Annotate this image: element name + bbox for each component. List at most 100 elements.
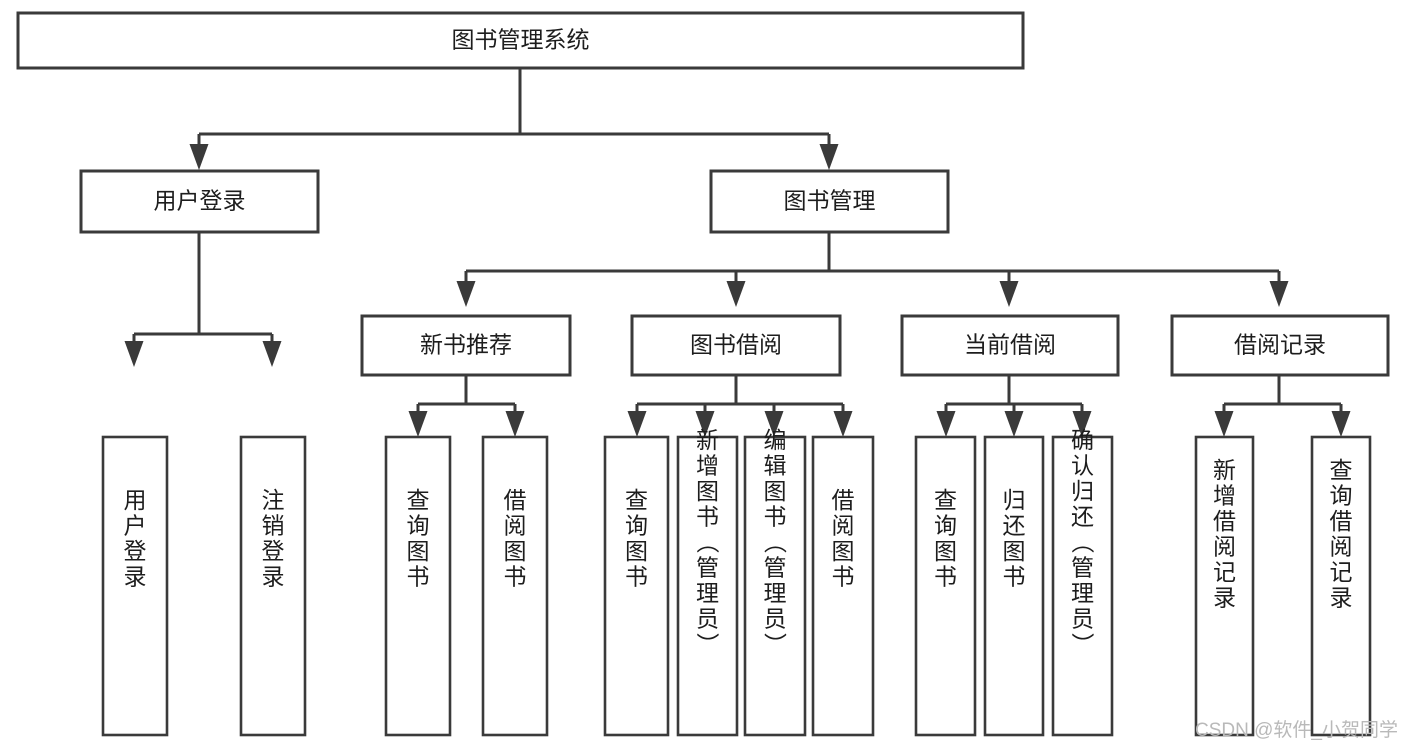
- node-label-leaf-query-book-recommend-char-0: 查: [407, 487, 430, 513]
- node-label-leaf-add-book-admin-char-4: （: [695, 531, 721, 554]
- node-box-leaf-user-login[interactable]: [101, 435, 169, 737]
- node-label-new-book-recommend: 新书推荐: [420, 332, 512, 358]
- node-box-root[interactable]: [16, 11, 1025, 70]
- node-label-leaf-query-book-borrow-char-1: 询: [625, 513, 648, 539]
- connector-borrow-record: [1214, 375, 1351, 437]
- node-book-borrow[interactable]: 图书借阅: [630, 314, 842, 377]
- node-label-root: 图书管理系统: [452, 27, 590, 53]
- node-label-leaf-query-borrow-record-char-5: 录: [1330, 585, 1353, 611]
- node-box-leaf-return-book[interactable]: [983, 435, 1045, 737]
- node-box-leaf-query-book-borrow[interactable]: [603, 435, 670, 737]
- edges-layer: [124, 68, 1351, 437]
- node-label-leaf-user-login-char-2: 登: [124, 538, 147, 564]
- node-label-leaf-edit-book-admin-char-6: 理: [764, 580, 787, 606]
- connector-user-login: [124, 232, 282, 367]
- node-box-current-borrow[interactable]: [900, 314, 1120, 377]
- node-book-manage[interactable]: 图书管理: [709, 169, 950, 234]
- node-leaf-user-login[interactable]: 用户登录: [101, 435, 169, 737]
- node-label-leaf-query-book-borrow-char-3: 书: [625, 564, 648, 590]
- node-box-leaf-borrow-book[interactable]: [811, 435, 875, 737]
- node-box-leaf-confirm-return-admin[interactable]: [1051, 435, 1114, 737]
- node-label-leaf-edit-book-admin-char-5: 管: [764, 555, 787, 581]
- node-label-leaf-return-book-char-1: 还: [1003, 513, 1026, 539]
- node-label-leaf-edit-book-admin-char-1: 辑: [764, 453, 787, 479]
- node-box-leaf-borrow-book-recommend[interactable]: [481, 435, 549, 737]
- node-label-leaf-add-book-admin-char-3: 书: [696, 504, 719, 530]
- node-box-book-borrow[interactable]: [630, 314, 842, 377]
- node-label-leaf-return-book-char-3: 书: [1003, 564, 1026, 590]
- node-current-borrow[interactable]: 当前借阅: [900, 314, 1120, 377]
- nodes-layer: 图书管理系统用户登录图书管理新书推荐图书借阅当前借阅借阅记录用户登录注销登录查询…: [16, 11, 1390, 737]
- node-label-leaf-logout-char-0: 注: [262, 487, 285, 513]
- node-label-leaf-query-book-recommend-char-1: 询: [407, 513, 430, 539]
- node-label-leaf-add-book-admin-char-1: 增: [696, 453, 719, 479]
- node-label-leaf-logout-char-3: 录: [262, 564, 285, 590]
- node-box-leaf-query-borrow-record[interactable]: [1310, 435, 1372, 737]
- node-label-leaf-edit-book-admin-char-8: ）: [762, 633, 788, 656]
- node-label-leaf-edit-book-admin-char-7: 员: [764, 606, 787, 632]
- node-box-borrow-record[interactable]: [1170, 314, 1390, 377]
- node-label-user-login: 用户登录: [154, 188, 246, 214]
- node-label-leaf-confirm-return-admin-char-8: ）: [1070, 633, 1096, 656]
- connector-new-book-recommend: [408, 375, 525, 437]
- node-box-book-manage[interactable]: [709, 169, 950, 234]
- node-label-leaf-edit-book-admin-char-0: 编: [764, 427, 787, 453]
- node-new-book-recommend[interactable]: 新书推荐: [360, 314, 572, 377]
- node-label-leaf-borrow-book-recommend-char-1: 阅: [504, 513, 527, 539]
- node-label-leaf-add-borrow-record-char-1: 增: [1213, 483, 1236, 509]
- connector-book-manage: [456, 232, 1289, 307]
- node-box-leaf-query-book-recommend[interactable]: [384, 435, 452, 737]
- node-label-leaf-add-book-admin-char-2: 图: [696, 478, 719, 504]
- node-box-leaf-add-borrow-record[interactable]: [1194, 435, 1255, 737]
- node-label-leaf-borrow-book-char-1: 阅: [832, 513, 855, 539]
- node-label-leaf-edit-book-admin-char-3: 书: [764, 504, 787, 530]
- node-user-login[interactable]: 用户登录: [79, 169, 320, 234]
- node-label-leaf-logout-char-2: 登: [262, 538, 285, 564]
- node-label-leaf-query-book-recommend-char-3: 书: [407, 564, 430, 590]
- node-box-leaf-logout[interactable]: [239, 435, 307, 737]
- node-label-leaf-confirm-return-admin-char-5: 管: [1071, 555, 1094, 581]
- node-label-leaf-add-book-admin-char-8: ）: [695, 633, 721, 656]
- node-label-leaf-query-borrow-record-char-2: 借: [1330, 508, 1353, 534]
- node-root[interactable]: 图书管理系统: [16, 11, 1025, 70]
- node-label-leaf-add-book-admin-char-5: 管: [696, 555, 719, 581]
- node-label-current-borrow: 当前借阅: [964, 332, 1056, 358]
- node-label-leaf-edit-book-admin-char-2: 图: [764, 478, 787, 504]
- node-label-leaf-edit-book-admin-char-4: （: [762, 531, 788, 554]
- node-label-leaf-return-book-char-2: 图: [1003, 538, 1026, 564]
- node-label-leaf-confirm-return-admin-char-3: 还: [1071, 504, 1094, 530]
- node-label-leaf-add-borrow-record-char-4: 记: [1213, 559, 1236, 585]
- node-label-leaf-query-book-borrow-char-2: 图: [625, 538, 648, 564]
- node-borrow-record[interactable]: 借阅记录: [1170, 314, 1390, 377]
- node-label-leaf-query-book-current-char-3: 书: [934, 564, 957, 590]
- node-label-leaf-query-book-recommend-char-2: 图: [407, 538, 430, 564]
- node-box-leaf-edit-book-admin[interactable]: [743, 435, 807, 737]
- node-label-leaf-query-book-current-char-2: 图: [934, 538, 957, 564]
- node-label-leaf-query-borrow-record-char-1: 询: [1330, 483, 1353, 509]
- node-label-leaf-add-book-admin-char-6: 理: [696, 580, 719, 606]
- node-label-leaf-borrow-book-recommend-char-2: 图: [504, 538, 527, 564]
- node-label-leaf-return-book-char-0: 归: [1003, 487, 1026, 513]
- node-label-leaf-query-book-borrow-char-0: 查: [625, 487, 648, 513]
- node-label-leaf-borrow-book-char-0: 借: [832, 487, 855, 513]
- node-box-new-book-recommend[interactable]: [360, 314, 572, 377]
- node-box-user-login[interactable]: [79, 169, 320, 234]
- node-label-leaf-add-borrow-record-char-2: 借: [1213, 508, 1236, 534]
- node-label-leaf-add-borrow-record-char-0: 新: [1213, 457, 1236, 483]
- node-box-leaf-add-book-admin[interactable]: [676, 435, 739, 737]
- node-box-leaf-query-book-current[interactable]: [914, 435, 977, 737]
